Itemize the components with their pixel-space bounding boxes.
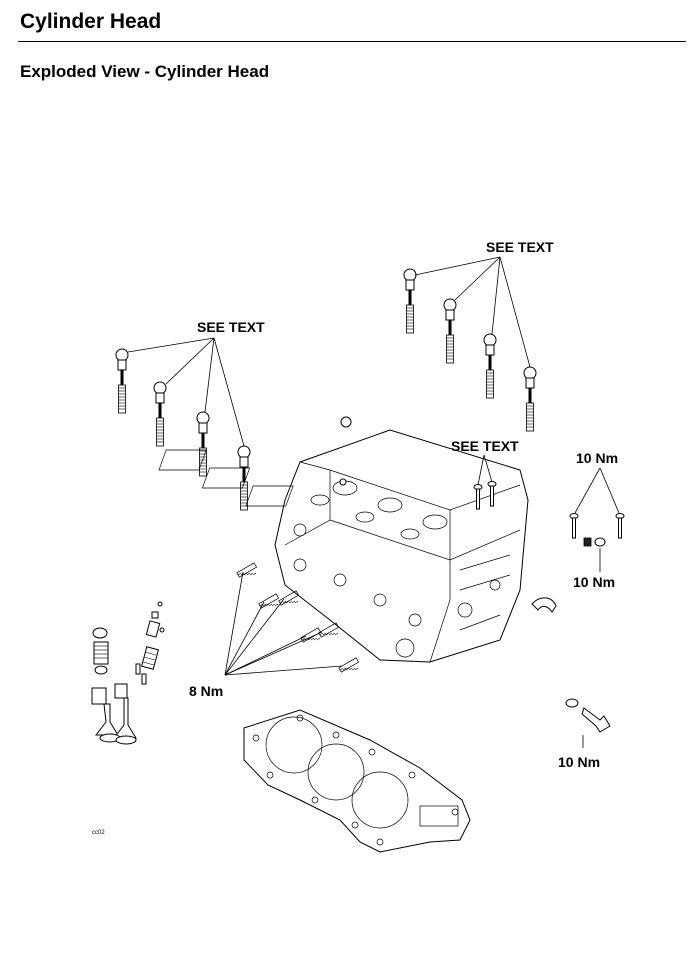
bottom-plug-bolt xyxy=(565,698,611,748)
see-text-label-left: SEE TEXT xyxy=(197,319,265,335)
section-title: Exploded View - Cylinder Head xyxy=(20,62,270,81)
page-title: Cylinder Head xyxy=(20,10,162,33)
cylinder-head-bolts-left xyxy=(114,337,252,512)
torque-label-10nm-mid: 10 Nm xyxy=(573,574,615,590)
figure-code: cc02 xyxy=(92,830,105,836)
see-text-label-right: SEE TEXT xyxy=(486,239,554,255)
valve-assembly-parts xyxy=(91,601,165,745)
cylinder-head-gasket xyxy=(243,709,471,853)
exhaust-studs xyxy=(224,562,359,676)
camshaft-holder-bolts xyxy=(473,454,497,510)
cylinder-head-bolts-right xyxy=(402,256,538,433)
torque-label-10nm-bottom: 10 Nm xyxy=(558,754,600,770)
title-divider xyxy=(18,41,686,42)
torque-label-10nm-top: 10 Nm xyxy=(576,450,618,466)
plug-and-washer xyxy=(531,537,606,613)
torque-label-8nm: 8 Nm xyxy=(189,683,223,699)
cover-bolts xyxy=(569,467,625,539)
see-text-label-middle: SEE TEXT xyxy=(451,438,519,454)
cylinder-head-body xyxy=(158,416,529,663)
